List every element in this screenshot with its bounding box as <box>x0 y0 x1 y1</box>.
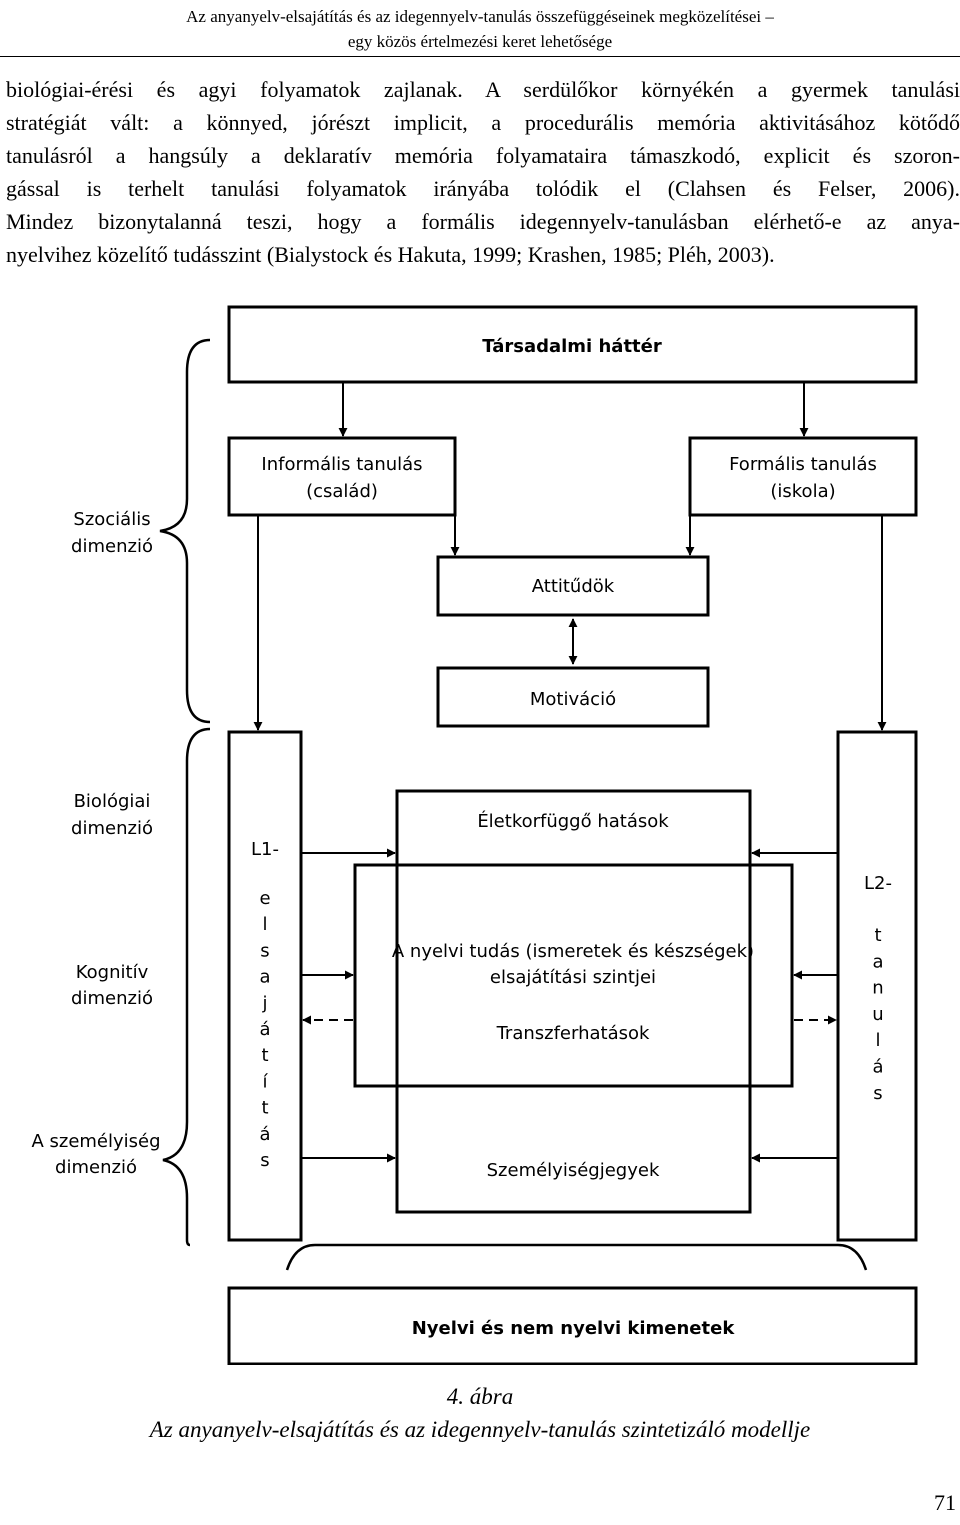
social-background-box <box>227 305 918 384</box>
l2-letter: l <box>875 1030 880 1051</box>
motivation-box <box>436 666 710 728</box>
l2-vertical-label: tanulás <box>872 925 883 1104</box>
individual-dimensions-brace <box>162 727 211 1247</box>
body-line: Mindez bizonytalanná teszi, hogy a formá… <box>6 209 960 234</box>
age-effects-label: Életkorfüggő hatások <box>477 810 669 832</box>
formal-learning-sub: (iskola) <box>770 481 835 502</box>
central-inner-box <box>353 863 794 1088</box>
l1-letter: j <box>261 993 267 1014</box>
l1-letter: s <box>260 1150 269 1171</box>
cognitive-dimension-label-2: dimenzió <box>71 988 153 1009</box>
transfer-effects-label: Transzferhatások <box>496 1023 650 1044</box>
running-header: Az anyanyelv-elsajátítás és az idegennye… <box>0 4 960 54</box>
l1-letter: t <box>261 1098 268 1119</box>
formal-learning-box <box>688 436 918 517</box>
acquisition-levels-label-2: elsajátítási szintjei <box>490 967 656 988</box>
informal-learning-label: Informális tanulás <box>261 454 422 475</box>
body-line: nyelvihez közelítő tudásszint (Bialystoc… <box>6 242 775 267</box>
l1-letter: a <box>259 967 270 988</box>
running-header-line-1: Az anyanyelv-elsajátítás és az idegennye… <box>186 7 774 26</box>
central-outer-box <box>395 789 752 1214</box>
l1-letter: í <box>262 1071 268 1092</box>
acquisition-levels-label-1: A nyelvi tudás (ismeretek és készségek) <box>392 941 754 962</box>
l2-letter: n <box>872 978 883 999</box>
figure-number: 4. ábra <box>446 1384 514 1409</box>
model-diagram: Társadalmi háttér Informális tanulás (cs… <box>31 305 918 1365</box>
informal-learning-sub: (család) <box>306 481 378 502</box>
body-line: stratégiát vált: a könnyed, jórészt impl… <box>6 110 960 135</box>
biological-dimension-label-2: dimenzió <box>71 818 153 839</box>
social-background-label: Társadalmi háttér <box>482 336 662 357</box>
l1-letter: t <box>261 1045 268 1066</box>
l1-letter: á <box>259 1019 270 1040</box>
biological-dimension-label-1: Biológiai <box>74 791 151 812</box>
figure-caption: 4. ábra Az anyanyelv-elsajátítás és az i… <box>0 1380 960 1446</box>
l2-learning-box <box>836 730 918 1242</box>
l1-acquisition-box <box>227 730 303 1242</box>
l2-letter: t <box>874 925 881 946</box>
personality-dimension-label-2: dimenzió <box>55 1157 137 1178</box>
running-header-line-2: egy közös értelmezési keret lehetősége <box>347 32 613 51</box>
attitudes-box <box>436 555 710 617</box>
body-line: gással is terhelt tanulási folyamatok ir… <box>6 176 960 201</box>
motivation-label: Motiváció <box>530 689 616 710</box>
l1-letter: s <box>260 940 269 961</box>
l1-vertical-label: elsajátítás <box>259 888 270 1171</box>
bottom-brace <box>285 1243 868 1271</box>
personality-dimension-label-1: A személyiség <box>31 1131 160 1152</box>
attitudes-label: Attitűdök <box>532 576 615 597</box>
l2-letter: u <box>872 1004 883 1025</box>
figure-title: Az anyanyelv-elsajátítás és az idegennye… <box>149 1417 811 1442</box>
outcomes-box <box>227 1286 918 1365</box>
outcomes-label: Nyelvi és nem nyelvi kimenetek <box>412 1318 736 1339</box>
l1-title: L1- <box>251 839 279 860</box>
informal-learning-box <box>227 436 457 517</box>
l2-letter: á <box>872 1057 883 1078</box>
cognitive-dimension-label-1: Kognitív <box>76 962 149 983</box>
social-dimension-label-2: dimenzió <box>71 536 153 557</box>
l1-letter: l <box>262 914 267 935</box>
l1-letter: á <box>259 1124 270 1145</box>
l1-letter: e <box>259 888 270 909</box>
arrows <box>253 382 887 1163</box>
page-number: 71 <box>934 1490 956 1515</box>
social-dimension-brace <box>159 338 211 724</box>
body-paragraph: biológiai-érési és agyi folyamatok zajla… <box>6 73 960 271</box>
formal-learning-label: Formális tanulás <box>729 454 877 475</box>
personality-traits-label: Személyiségjegyek <box>487 1160 660 1181</box>
l2-title: L2- <box>864 873 892 894</box>
body-line: biológiai-érési és agyi folyamatok zajla… <box>6 77 960 102</box>
body-line: tanulásról a hangsúly a deklaratív memór… <box>6 143 960 168</box>
l2-letter: s <box>873 1083 882 1104</box>
l2-letter: a <box>872 951 883 972</box>
header-rule <box>0 56 960 57</box>
social-dimension-label-1: Szociális <box>73 509 150 530</box>
